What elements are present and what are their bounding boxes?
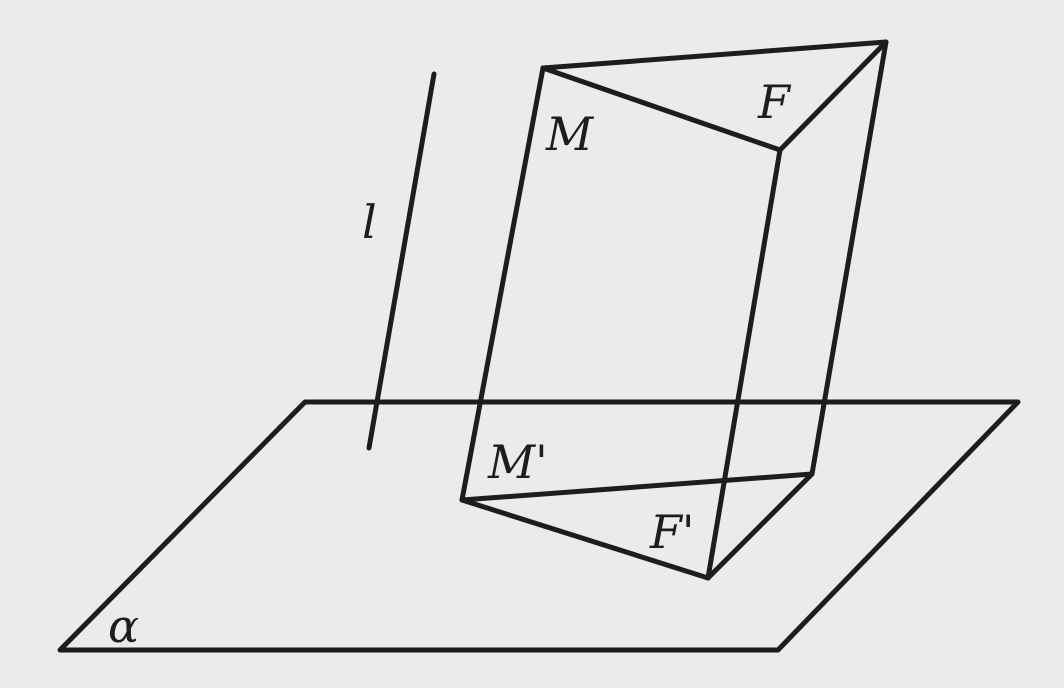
label-l: l: [362, 195, 377, 249]
projection-edge-front: [705, 147, 783, 581]
label-f-prime: F': [649, 505, 695, 559]
plane-alpha: [57, 399, 1021, 653]
label-alpha: α: [108, 599, 139, 653]
label-m: M: [545, 107, 595, 161]
figure-f: [540, 39, 889, 153]
projection-direction-line-l: [366, 71, 437, 451]
label-m-prime: M': [487, 435, 548, 489]
projected-figure-f-prime: [459, 471, 815, 581]
label-f: F: [757, 75, 792, 129]
projection-edge-right: [809, 39, 889, 477]
projection-edge-m: [459, 65, 546, 503]
